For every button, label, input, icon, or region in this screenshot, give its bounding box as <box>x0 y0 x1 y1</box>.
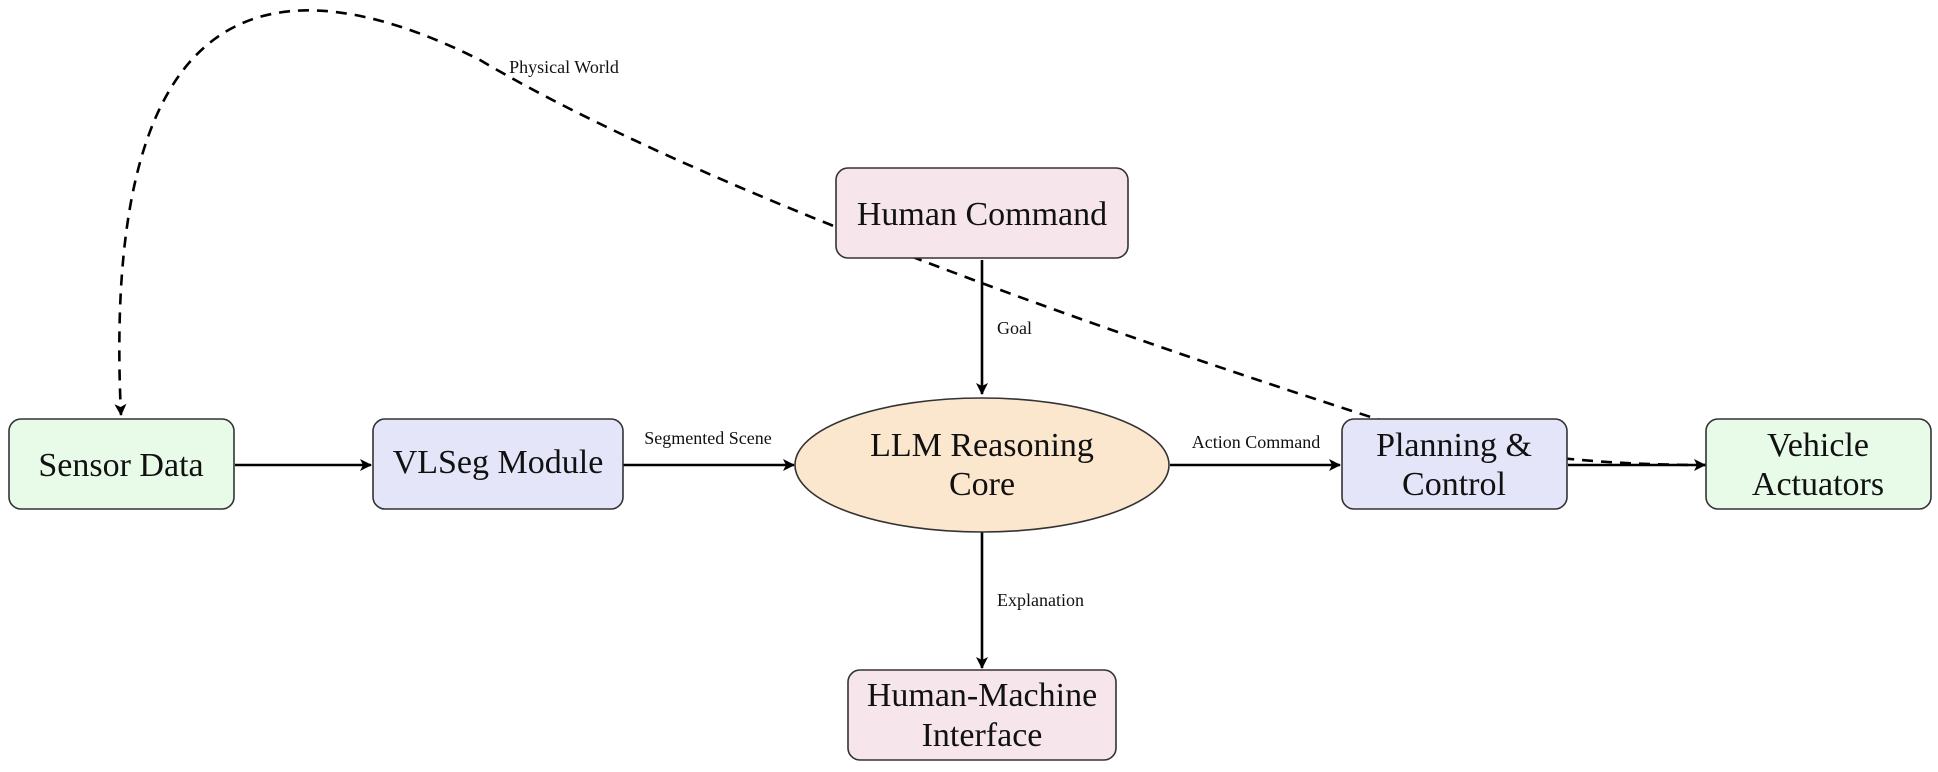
vlseg-module-label: VLSeg Module <box>393 444 604 481</box>
sensor-data-box <box>8 418 235 510</box>
vlseg-module-box <box>372 418 624 510</box>
vlseg-module-node: VLSeg Module <box>372 418 624 510</box>
human-machine-interface-label-line1: Human-Machine <box>867 677 1097 714</box>
human-command-label: Human Command <box>857 196 1107 233</box>
llm-reasoning-core-label-line2: Core <box>949 466 1015 503</box>
planning-control-label-line2: Control <box>1402 466 1506 503</box>
sensor-data-label: Sensor Data <box>38 447 203 484</box>
vehicle-actuators-label-line2: Actuators <box>1752 466 1884 503</box>
human-machine-interface-label-line2: Interface <box>922 717 1043 754</box>
explanation-label: Explanation <box>997 590 1084 610</box>
llm-reasoning-core-label-line1: LLM Reasoning <box>870 427 1094 464</box>
goal-label: Goal <box>997 318 1032 338</box>
planning-control-box <box>1341 418 1568 510</box>
edges <box>114 9 1708 669</box>
vehicle-actuators-box <box>1705 418 1932 510</box>
nodes: Human Command Sensor Data VLSeg Module L… <box>8 167 1932 761</box>
human-machine-interface-box <box>847 669 1117 761</box>
llm-reasoning-core-ellipse <box>794 397 1170 533</box>
physical-world-label: Physical World <box>509 57 619 77</box>
action-command-label: Action Command <box>1192 432 1321 452</box>
edge-labels: Physical World Goal Segmented Scene Acti… <box>509 57 1320 610</box>
vehicle-actuators-label-line1: Vehicle <box>1767 427 1869 464</box>
human-machine-interface-node: Human-Machine Interface <box>847 669 1117 761</box>
vehicle-actuators-node: Vehicle Actuators <box>1705 418 1932 510</box>
planning-control-label-line1: Planning & <box>1376 427 1532 464</box>
llm-reasoning-core-node: LLM Reasoning Core <box>794 397 1170 533</box>
segmented-scene-label: Segmented Scene <box>644 428 771 448</box>
human-command-box <box>835 167 1129 259</box>
sensor-data-node: Sensor Data <box>8 418 235 510</box>
planning-control-node: Planning & Control <box>1341 418 1568 510</box>
human-command-node: Human Command <box>835 167 1129 259</box>
physical-world-feedback-edge <box>114 9 1708 467</box>
